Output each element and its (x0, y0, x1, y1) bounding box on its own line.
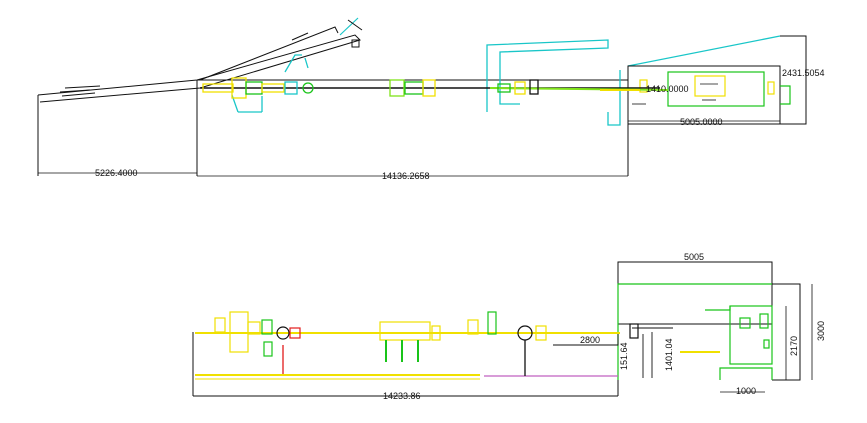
side-view-components (214, 311, 639, 362)
dim-left-extent: 5226.4000 (95, 168, 138, 178)
top-view-dimension-lines (38, 120, 780, 177)
side-view-shaft (195, 332, 620, 380)
top-view-cabin (627, 35, 807, 125)
dim-door-height: 2170 (789, 336, 799, 356)
dim-offset-height: 1410.0000 (646, 84, 689, 94)
dim-step-length: 2800 (580, 335, 600, 345)
dim-height-a: 1401.04 (664, 338, 674, 371)
side-view-cabin (617, 283, 773, 380)
side-view-dimension-lines (193, 261, 813, 397)
dim-cabin-height-side: 3000 (816, 321, 826, 341)
top-view-main-outline (37, 66, 629, 176)
dim-main-length: 14136.2658 (382, 171, 430, 181)
side-view-step (553, 327, 673, 378)
top-view: 5226.4000 14136.2658 5005.0000 2431.5054… (37, 17, 825, 181)
boom-tip-fitting (339, 17, 363, 48)
dim-cabin-width: 5005 (684, 252, 704, 262)
dim-cabin-length: 5005.0000 (680, 117, 723, 127)
top-view-components (202, 77, 539, 99)
dim-total-length: 14233.86 (383, 391, 421, 401)
dim-door-width: 1000 (736, 386, 756, 396)
dim-height-b: 151.64 (619, 342, 629, 370)
dim-cabin-height: 2431.5054 (782, 68, 825, 78)
top-view-shaft (200, 87, 669, 91)
side-view: 5005 14233.86 2800 1000 1401.04 151.64 2… (192, 252, 826, 401)
top-view-boom-outline (37, 26, 361, 103)
